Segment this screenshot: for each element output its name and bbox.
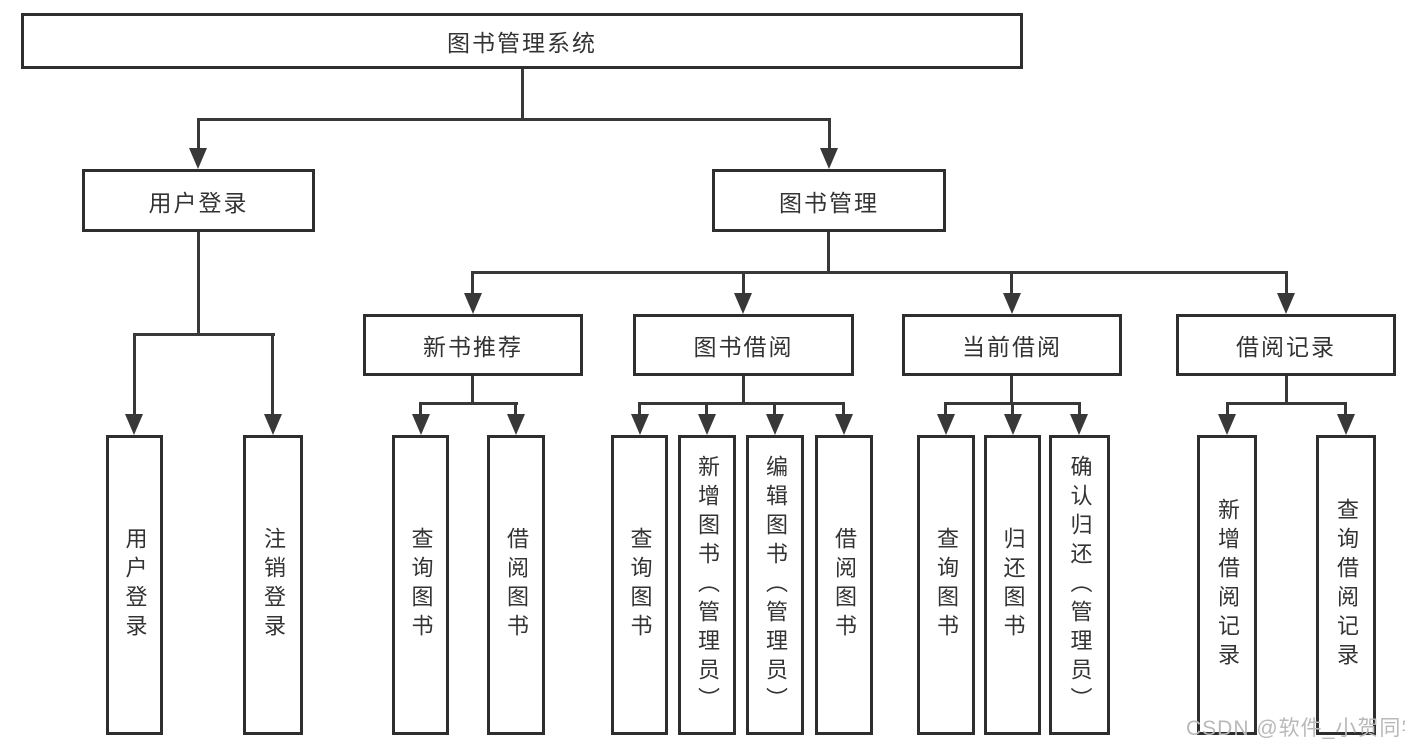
connector-line <box>514 402 517 414</box>
node-borrow-records-label: 借阅记录 <box>1236 334 1336 360</box>
connector-line <box>419 402 422 414</box>
connector-line <box>828 118 831 149</box>
connector-line <box>1226 402 1347 405</box>
connector-line <box>1011 402 1014 414</box>
connector-line <box>742 376 745 405</box>
leaf-user-login-label: 用户登录 <box>122 527 148 643</box>
arrow-down-icon <box>412 414 430 435</box>
arrow-down-icon <box>820 148 838 169</box>
node-book-mgmt-label: 图书管理 <box>779 189 879 216</box>
connector-line <box>471 271 474 293</box>
leaf-records-add-label: 新增借阅记录 <box>1215 498 1240 672</box>
node-root: 图书管理系统 <box>21 13 1023 69</box>
connector-line <box>197 118 831 121</box>
connector-line <box>1078 402 1081 414</box>
leaf-newbooks-borrow: 借阅图书 <box>487 435 545 735</box>
connector-line <box>827 232 830 273</box>
connector-line <box>133 333 275 336</box>
leaf-logout-label: 注销登录 <box>261 527 286 643</box>
arrow-down-icon <box>464 293 482 314</box>
arrow-down-icon <box>1277 293 1295 314</box>
connector-line <box>521 69 524 121</box>
leaf-borrow-borrow-label: 借阅图书 <box>832 527 857 643</box>
arrow-down-icon <box>125 414 143 435</box>
connector-line <box>742 271 745 293</box>
connector-line <box>1226 402 1229 414</box>
leaf-newbooks-query: 查询图书 <box>392 435 449 735</box>
arrow-down-icon <box>734 293 752 314</box>
node-book-borrow-label: 图书借阅 <box>693 334 794 360</box>
leaf-current-confirm-label: 确认归还（管理员） <box>1067 454 1093 716</box>
node-new-books-label: 新书推荐 <box>423 334 523 360</box>
connector-line <box>1285 376 1288 405</box>
leaf-user-login: 用户登录 <box>106 435 163 735</box>
leaf-current-confirm: 确认归还（管理员） <box>1049 435 1110 735</box>
connector-line <box>419 402 518 405</box>
leaf-records-add: 新增借阅记录 <box>1197 435 1257 735</box>
connector-line <box>1010 271 1013 293</box>
connector-line <box>471 271 1288 274</box>
connector-line <box>842 402 845 414</box>
arrow-down-icon <box>189 148 207 169</box>
connector-line <box>271 333 274 414</box>
leaf-borrow-add-label: 新增图书（管理员） <box>695 454 720 716</box>
leaf-borrow-borrow: 借阅图书 <box>815 435 873 735</box>
connector-line <box>1010 376 1013 405</box>
node-book-borrow: 图书借阅 <box>633 314 854 376</box>
node-current-borrow-label: 当前借阅 <box>962 334 1062 360</box>
node-new-books: 新书推荐 <box>363 314 583 376</box>
leaf-current-query-label: 查询图书 <box>934 527 959 643</box>
leaf-borrow-edit-label: 编辑图书（管理员） <box>763 454 788 716</box>
connector-line <box>133 333 136 414</box>
arrow-down-icon <box>1070 414 1088 435</box>
leaf-borrow-add: 新增图书（管理员） <box>678 435 736 735</box>
node-user-login: 用户登录 <box>82 169 315 232</box>
arrow-down-icon <box>937 414 955 435</box>
arrow-down-icon <box>1218 414 1236 435</box>
connector-line <box>1285 271 1288 293</box>
csdn-watermark: CSDN @软件_小贺同学 <box>1186 717 1405 740</box>
leaf-records-query-label: 查询借阅记录 <box>1334 498 1359 672</box>
connector-line <box>197 118 200 149</box>
node-current-borrow: 当前借阅 <box>902 314 1122 376</box>
arrow-down-icon <box>1003 293 1021 314</box>
arrow-down-icon <box>698 414 716 435</box>
connector-line <box>705 402 708 414</box>
connector-line <box>638 402 641 414</box>
leaf-borrow-query: 查询图书 <box>611 435 668 735</box>
connector-line <box>773 402 776 414</box>
arrow-down-icon <box>766 414 784 435</box>
leaf-newbooks-query-label: 查询图书 <box>408 527 434 643</box>
node-root-label: 图书管理系统 <box>447 30 597 56</box>
leaf-current-return: 归还图书 <box>984 435 1041 735</box>
leaf-newbooks-borrow-label: 借阅图书 <box>504 527 529 643</box>
connector-line <box>1344 402 1347 414</box>
leaf-logout: 注销登录 <box>243 435 303 735</box>
leaf-current-query: 查询图书 <box>917 435 975 735</box>
arrow-down-icon <box>1004 414 1022 435</box>
arrow-down-icon <box>507 414 525 435</box>
arrow-down-icon <box>1337 414 1355 435</box>
connector-line <box>944 402 947 414</box>
node-book-mgmt: 图书管理 <box>712 169 946 232</box>
connector-line <box>197 232 200 335</box>
leaf-borrow-query-label: 查询图书 <box>627 527 653 643</box>
leaf-borrow-edit: 编辑图书（管理员） <box>746 435 804 735</box>
node-borrow-records: 借阅记录 <box>1176 314 1396 376</box>
connector-line <box>471 376 474 405</box>
arrow-down-icon <box>264 414 282 435</box>
arrow-down-icon <box>631 414 649 435</box>
leaf-current-return-label: 归还图书 <box>1000 527 1026 643</box>
node-user-login-label: 用户登录 <box>148 189 249 216</box>
arrow-down-icon <box>835 414 853 435</box>
leaf-records-query: 查询借阅记录 <box>1316 435 1376 735</box>
connector-line <box>638 402 845 405</box>
